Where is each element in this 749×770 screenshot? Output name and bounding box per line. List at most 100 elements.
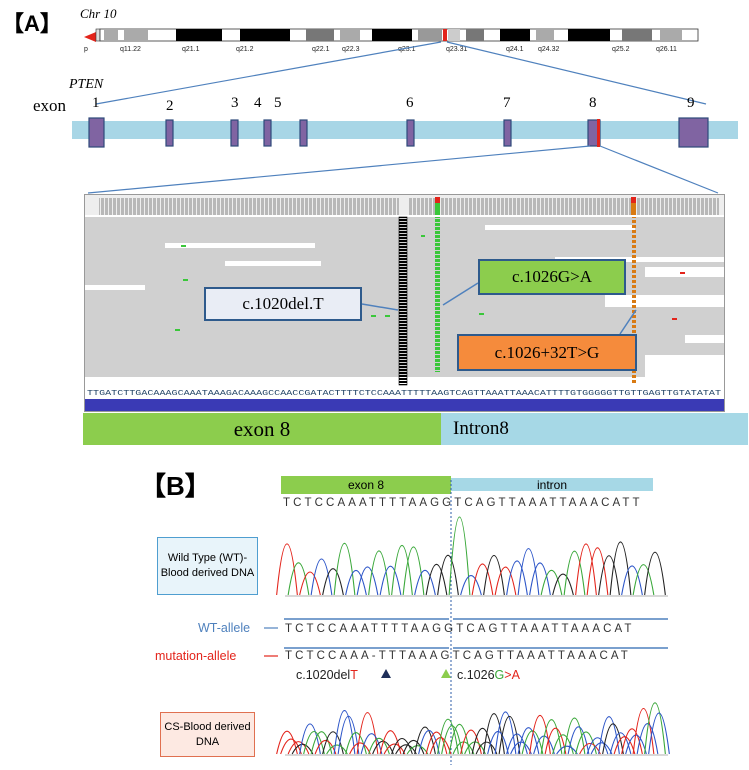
trace-peak [648, 712, 670, 755]
trace-peak [517, 548, 540, 596]
trace-peak [460, 575, 482, 596]
exon-number: 2 [166, 98, 174, 114]
exon-block [263, 119, 272, 147]
trace-peak [414, 570, 436, 596]
trace-peak [517, 727, 540, 755]
trace-peak [632, 707, 655, 755]
mutation-allele-sequence: TCTCCAAA-TTTAAAGTCAGTTAAATTAAACAT [285, 650, 631, 662]
trace-peak [437, 555, 459, 596]
trace-peak [590, 742, 613, 755]
band-label: q22.3 [342, 46, 360, 53]
trace-peak [625, 734, 647, 755]
reference-sequence-b: TCTCCAAATTTTAAGGTCAGTTAAATTAAACATT [283, 497, 643, 509]
intron-header: intron [451, 477, 653, 492]
trace-peak [360, 733, 383, 755]
gene-track [72, 41, 738, 194]
exon-number: 7 [503, 95, 511, 111]
trace-peak [483, 713, 505, 755]
band-label: q25.2 [612, 46, 630, 53]
exon-block [230, 119, 239, 147]
cs-sample-box: CS-Blood derived DNA [160, 712, 255, 757]
trace-peak [287, 562, 310, 596]
alt-base: A [511, 668, 520, 682]
band-label: q21.1 [182, 46, 200, 53]
trace-peak [609, 732, 632, 755]
trace-peak [621, 728, 643, 755]
substitution-annotation: c.1026G>A [457, 668, 520, 682]
intron8-region-bar: Intron8 [441, 413, 748, 445]
trace-peak [602, 723, 624, 755]
read-alignment-view: TTGATCTTGACAAAGCAAATAAAGACAAAGCCAACCGATA… [84, 194, 725, 412]
trace-peak [276, 730, 298, 755]
trace-peak [613, 736, 636, 755]
exon-number: 4 [254, 95, 262, 111]
trace-peak [368, 550, 390, 596]
trace-peak [333, 710, 356, 755]
trace-peak [368, 737, 390, 755]
read-pileup: TTGATCTTGACAAAGCAAATAAAGACAAAGCCAACCGATA… [85, 195, 724, 411]
trace-peak [333, 543, 356, 596]
trace-peak [349, 742, 371, 755]
missense-column [435, 217, 440, 372]
trace-peak [521, 730, 544, 755]
exon-block [88, 117, 105, 148]
intron-header-label: intron [536, 477, 568, 492]
trace-peak [575, 731, 597, 755]
reference-track [85, 386, 724, 397]
chromosome-bands [104, 29, 682, 41]
substitution-triangle-icon [441, 669, 451, 678]
exon-number: 1 [92, 95, 100, 111]
trace-peak [310, 558, 333, 596]
trace-peak [395, 744, 417, 755]
trace-peak [460, 729, 482, 755]
exon8-region-label: exon 8 [233, 416, 291, 441]
deletion-triangle-icon [381, 669, 391, 678]
exon-number: 5 [274, 95, 282, 111]
intron8-region-label: Intron8 [453, 418, 509, 439]
exon-number: 6 [406, 95, 414, 111]
zoom-line [95, 41, 442, 105]
cs-sample-label: CS-Blood derived DNA [164, 720, 251, 748]
trace-peak [483, 555, 505, 596]
band-label: q11.22 [120, 46, 141, 53]
trace-peak [529, 562, 551, 596]
gene-name: PTEN [69, 77, 104, 92]
panel-a-label: 【A】 [2, 11, 62, 36]
exon-block [299, 119, 308, 147]
trace-peak [276, 543, 298, 596]
trace-peak [356, 712, 379, 755]
exon-block [406, 119, 415, 147]
trace-peak [506, 560, 528, 596]
band-label: q21.2 [236, 46, 254, 53]
trace-peak [356, 566, 379, 596]
deletion-callout: c.1020del.T [204, 287, 362, 321]
exon8-region-bar: exon 8 [83, 413, 441, 445]
trace-peak [494, 711, 517, 755]
band-label: q23.1 [398, 46, 416, 53]
exon-block [678, 117, 709, 148]
wt-allele-sequence: TCTCCAAATTTTAAGGTCAGTTAAATTAAACAT [285, 623, 635, 635]
trace-peak [544, 727, 567, 755]
panel-b-label: 【B】 [140, 471, 211, 501]
exon-block [503, 119, 512, 147]
zoom-line [446, 41, 707, 105]
reference-sequence: TTGATCTTGACAAAGCAAATAAAGACAAAGCCAACCGATA… [87, 390, 721, 398]
exon-number: 3 [231, 95, 239, 111]
trace-peak [391, 544, 413, 596]
trace-peak [598, 716, 620, 755]
trace-peak [598, 555, 620, 596]
trace-peak [383, 743, 406, 755]
exon-block [165, 119, 174, 147]
chromosome-ideogram: p q11.22 q21.1 q21.2 q22.1 q22.3 q23.1 q… [84, 28, 699, 53]
substitution-arrow: > [504, 668, 512, 682]
trace-peak [402, 739, 425, 755]
trace-peak [632, 564, 655, 596]
trace-peak [644, 702, 666, 755]
trace-peak [540, 570, 563, 596]
trace-peak [299, 571, 321, 596]
trace-peak [586, 737, 609, 755]
chromosome-name: Chr 10 [80, 6, 117, 21]
trace-peak [563, 550, 586, 596]
trace-peak [299, 723, 321, 755]
